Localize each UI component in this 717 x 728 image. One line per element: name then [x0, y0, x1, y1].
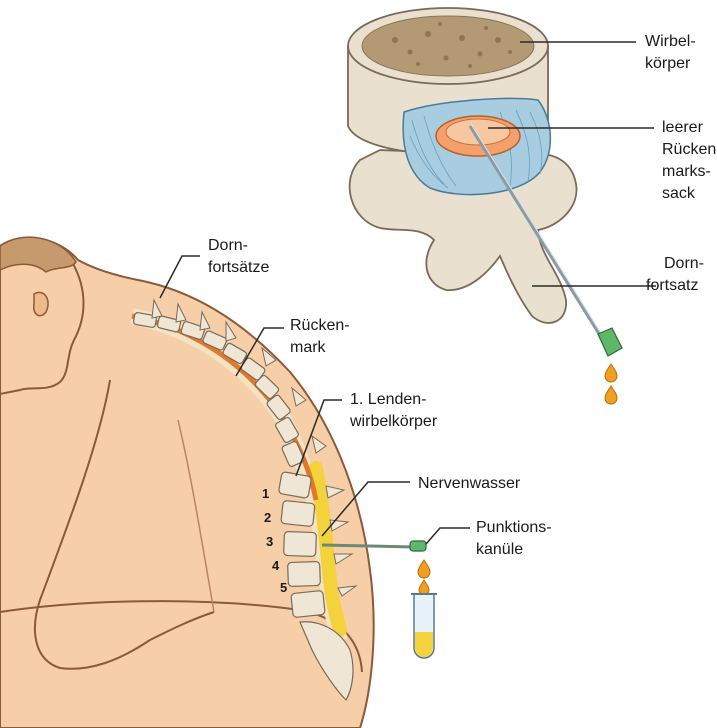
puncture-needle-hub	[410, 541, 426, 551]
detail-needle-hub	[598, 328, 622, 356]
vertebra-number: 4	[272, 558, 280, 573]
label-rueckenmark: Rücken- mark	[290, 317, 354, 356]
label-lendenwirbel: 1. Lenden- wirbelkörper	[349, 391, 438, 430]
vertebra-l3	[284, 531, 317, 556]
vertebra-number: 3	[266, 534, 273, 549]
spongy-bone	[362, 16, 534, 76]
vertebra-l1	[278, 472, 311, 499]
label-dornfortsatz: Dorn- fortsatz	[646, 255, 708, 294]
vertebra-l5	[291, 590, 325, 617]
puncture-needle-shaft	[322, 545, 414, 547]
label-dornfortsaetze: Dorn- fortsätze	[208, 237, 269, 276]
drop-icon	[605, 386, 617, 404]
vertebra-detail	[348, 8, 622, 404]
drop-icon	[605, 364, 617, 382]
test-tube-fluid	[415, 632, 433, 657]
drop-icon	[419, 580, 429, 595]
drop-icon	[418, 560, 430, 578]
label-nervenwasser: Nervenwasser	[418, 475, 521, 492]
ear	[34, 292, 48, 315]
vertebra-l2	[281, 500, 315, 526]
leader-punktionskanuele	[426, 528, 470, 544]
label-wirbelkoerper: Wirbel- körper	[645, 33, 700, 72]
vertebra-l4	[288, 561, 321, 586]
vertebra-number: 2	[264, 510, 271, 525]
vertebra-number: 1	[262, 486, 269, 501]
vertebra-number: 5	[280, 580, 287, 595]
label-punktionskanuele: Punktions- kanüle	[476, 519, 556, 558]
label-rueckenmarkssack: leerer Rücken- marks- sack	[662, 119, 717, 202]
